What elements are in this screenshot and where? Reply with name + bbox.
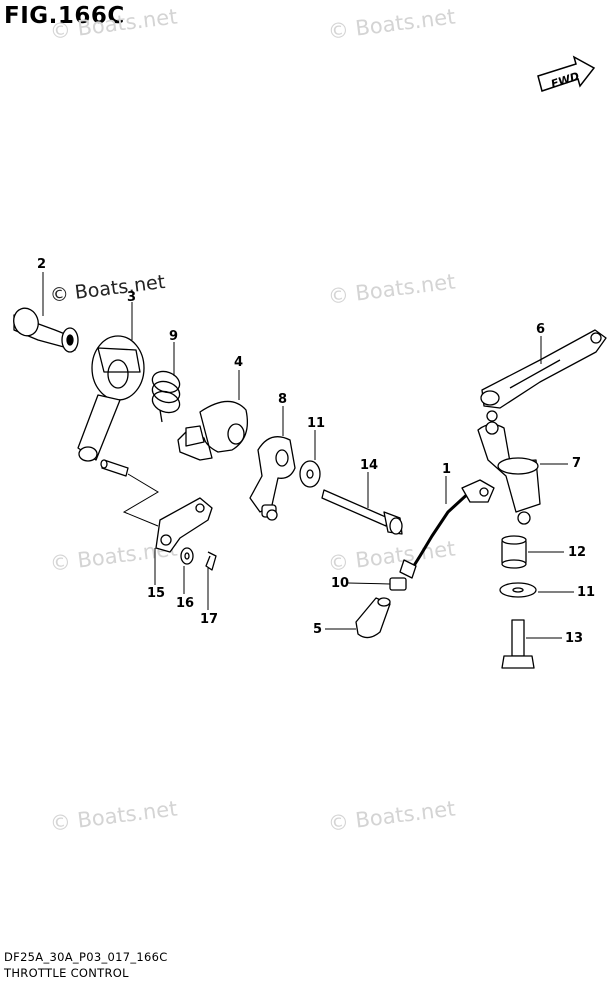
callout-3: 3	[127, 290, 137, 305]
callout-11: 11	[307, 416, 326, 431]
diagram-caption: THROTTLE CONTROL	[4, 966, 129, 980]
part-link-arm	[480, 329, 607, 422]
part-small-lever	[155, 497, 213, 553]
callout-12: 12	[568, 545, 587, 560]
part-pin	[100, 459, 129, 477]
figure-title: FIG.166C	[4, 3, 125, 29]
callout-7: 7	[572, 456, 582, 471]
callout-4: 4	[234, 355, 244, 370]
fwd-arrow-icon: FWD	[536, 54, 598, 94]
part-bracket	[477, 421, 541, 525]
callout-1: 1	[442, 462, 452, 477]
callout-5: 5	[313, 622, 323, 637]
callout-9: 9	[169, 329, 179, 344]
part-cam-lever	[177, 400, 249, 461]
callout-8: 8	[278, 392, 288, 407]
part-throttle-rod	[399, 479, 495, 579]
part-washer	[499, 582, 537, 598]
part-long-bolt	[321, 489, 403, 535]
diagram-code: DF25A_30A_P03_017_166C	[4, 950, 168, 964]
part-bolt	[501, 619, 535, 669]
part-spring	[151, 370, 181, 423]
callout-16: 16	[176, 596, 195, 611]
part-bushing	[13, 307, 79, 353]
callout-10: 10	[331, 576, 350, 591]
part-throttle-arm	[77, 335, 145, 462]
part-washer	[299, 460, 321, 488]
callout-6: 6	[536, 322, 546, 337]
callout-17: 17	[200, 612, 219, 627]
part-link-lever	[249, 436, 296, 521]
callout-13: 13	[565, 631, 584, 646]
part-clip	[205, 551, 217, 571]
callout-2: 2	[37, 257, 47, 272]
part-rod-end	[355, 597, 391, 639]
callout-11-right: 11	[577, 585, 596, 600]
part-washer-small	[180, 547, 194, 565]
part-collar	[501, 535, 527, 569]
part-nut	[389, 577, 407, 591]
callout-15: 15	[147, 586, 166, 601]
callout-14: 14	[360, 458, 379, 473]
